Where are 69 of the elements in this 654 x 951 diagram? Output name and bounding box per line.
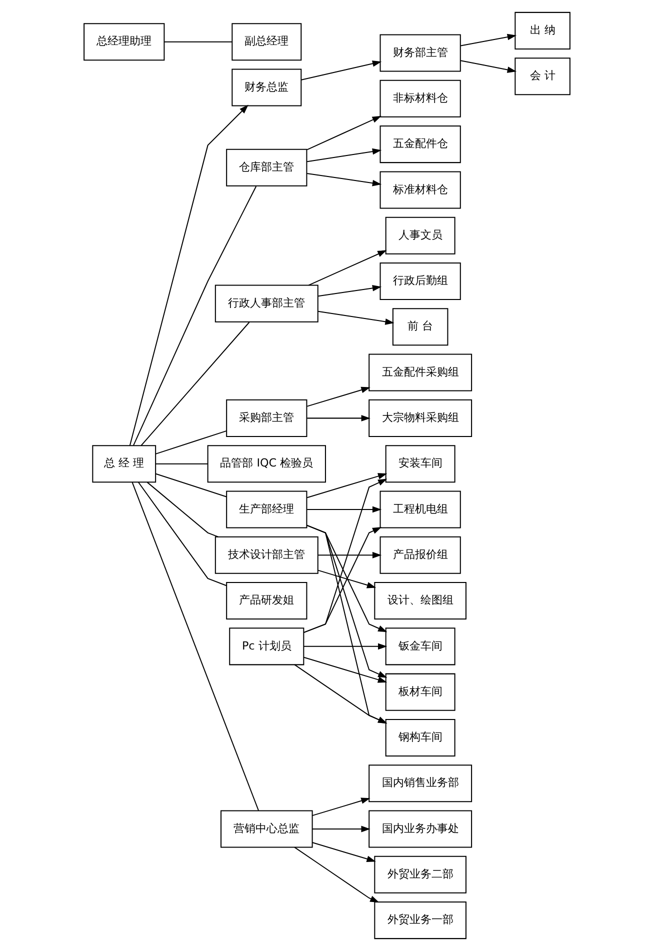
arrow [304, 478, 388, 633]
node-box: 采购部主管 [226, 399, 308, 437]
arrow [318, 570, 376, 588]
node-box: 产品研发姐 [226, 582, 308, 620]
arrow [307, 414, 370, 422]
arrow [306, 524, 388, 724]
arrow [318, 310, 394, 325]
node-box: 大宗物料采购组 [368, 399, 472, 437]
node-box: 财务部主管 [380, 34, 461, 72]
node-box: 品管部 IQC 检验员 [207, 445, 326, 483]
node-box: 出 纳 [514, 12, 570, 50]
node-box: 副总经理 [232, 23, 302, 61]
node-box: 行政人事部主管 [214, 284, 318, 322]
connector [133, 186, 257, 446]
arrow [318, 552, 382, 558]
arrow [308, 250, 387, 286]
connector [155, 473, 227, 498]
arrow [301, 60, 382, 80]
arrow [312, 842, 376, 862]
arrow [312, 798, 370, 816]
arrow [306, 386, 370, 407]
node-box: 钣金车间 [385, 628, 456, 666]
arrow [129, 104, 248, 446]
connector [146, 482, 218, 538]
node-box: 五金配件仓 [380, 126, 461, 164]
arrow [294, 846, 380, 902]
node-box: 外贸业务一部 [374, 902, 466, 940]
node-box: 工程机电组 [380, 490, 461, 528]
node-box: 安装车间 [385, 445, 456, 483]
node-box: 国内销售业务部 [368, 764, 472, 802]
node-box: 非标材料仓 [380, 80, 461, 118]
arrow [312, 826, 370, 832]
arrow [460, 34, 517, 46]
node-box: 生产部经理 [226, 490, 308, 528]
arrow [307, 172, 382, 186]
arrow [306, 473, 388, 498]
arrow [304, 656, 388, 683]
node-box: 设计、绘图组 [374, 582, 466, 620]
node-box: 总 经 理 [92, 445, 156, 483]
node-box: 标准材料仓 [380, 171, 461, 209]
arrow [304, 643, 388, 650]
node-box: 五金配件采购组 [368, 354, 472, 392]
node-box: 仓库部主管 [226, 148, 308, 186]
node-box: 总经理助理 [84, 23, 165, 61]
node-box: 财务总监 [232, 68, 302, 106]
node-box: 板材车间 [385, 673, 456, 711]
connector [140, 322, 250, 446]
arrow [307, 506, 382, 513]
arrow [318, 284, 382, 297]
node-box: 技术设计部主管 [214, 536, 318, 574]
node-box: 外贸业务二部 [374, 856, 466, 894]
node-box: 前 台 [392, 308, 448, 346]
node-box: Pc 计划员 [229, 628, 304, 666]
connector [164, 41, 232, 42]
arrow [460, 60, 517, 73]
connector [138, 482, 227, 586]
node-box: 产品报价组 [380, 536, 461, 574]
node-box: 会 计 [514, 58, 570, 96]
node-box: 人事文员 [385, 216, 456, 254]
node-box: 国内业务办事处 [368, 810, 472, 848]
connector [156, 463, 208, 464]
connector [132, 482, 259, 811]
arrow [307, 148, 382, 162]
connector [155, 430, 227, 454]
arrow [294, 664, 388, 724]
node-box: 钢构车间 [385, 718, 456, 756]
node-box: 营销中心总监 [220, 810, 313, 848]
arrow [306, 116, 382, 150]
node-box: 行政后勤组 [380, 262, 461, 300]
